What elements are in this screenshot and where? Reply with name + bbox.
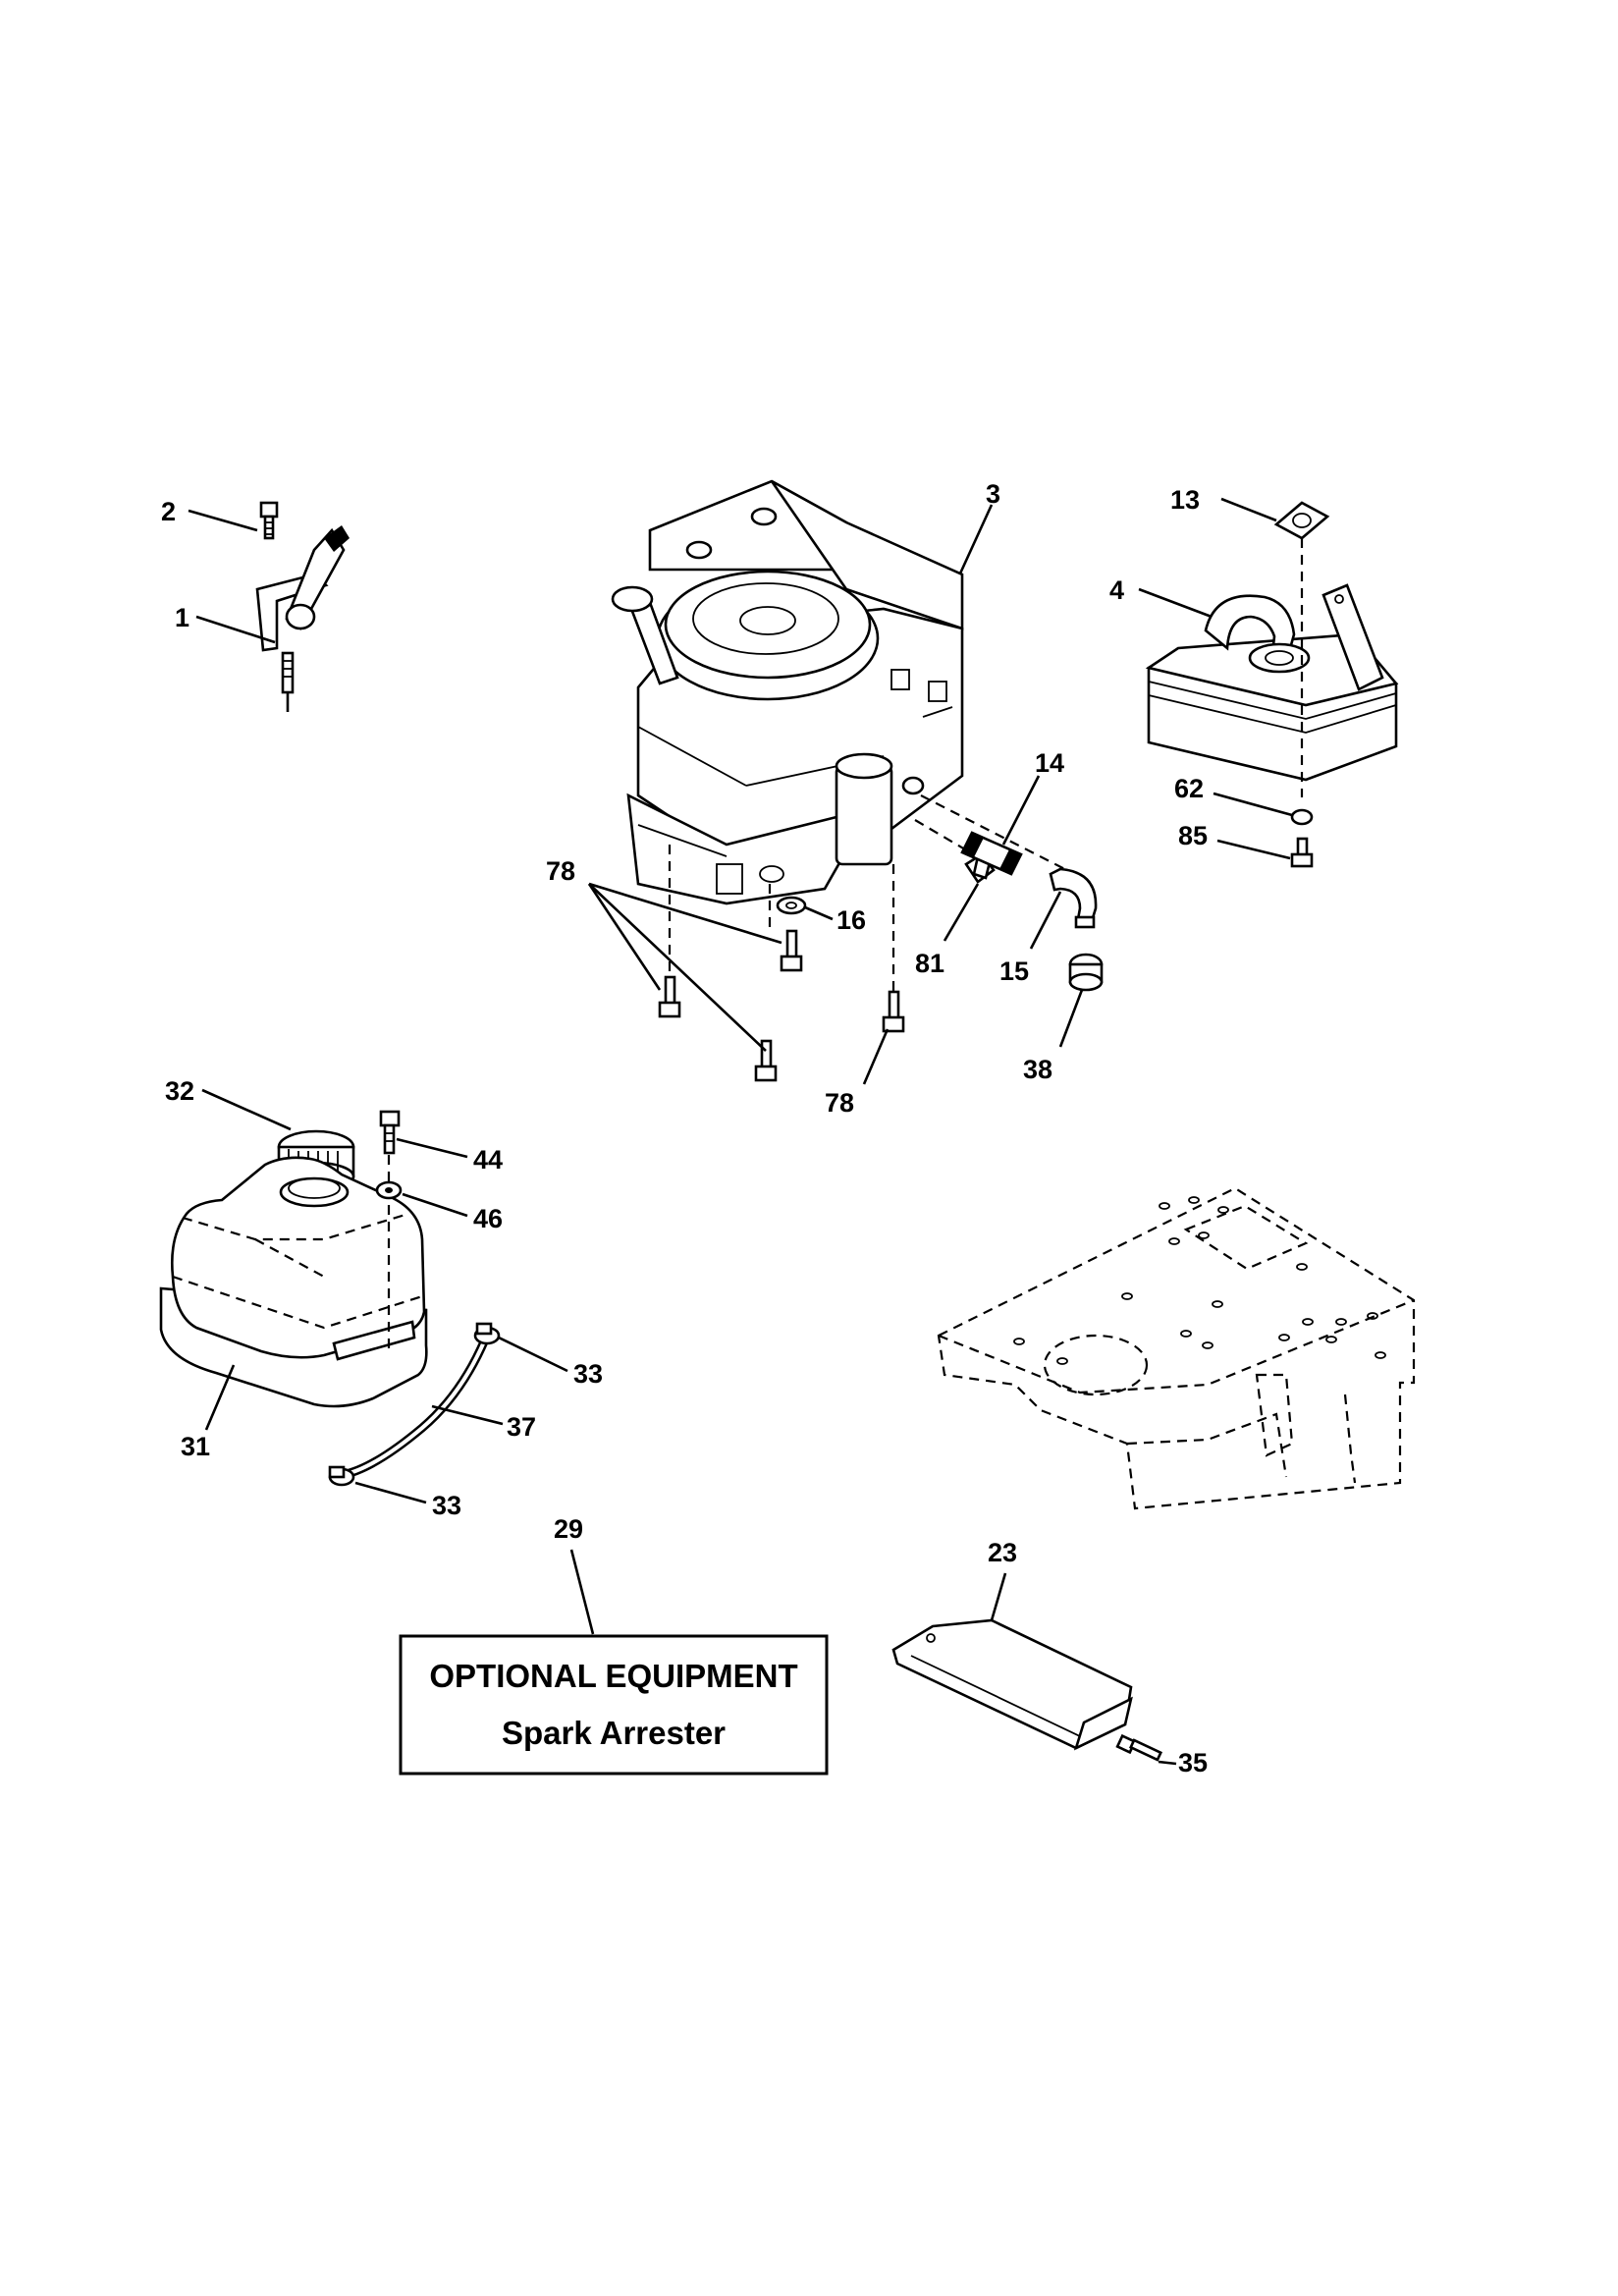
callout-1: 1 [175,603,189,632]
callout-32: 32 [165,1076,194,1106]
fuel-tank-31 [159,1156,428,1408]
washer-16 [776,896,807,915]
callout-2: 2 [161,497,176,526]
callout-14: 14 [1035,748,1064,778]
throttle-control-part [255,501,350,712]
callout-62: 62 [1174,774,1204,803]
callout-16: 16 [836,905,866,935]
screw-44 [379,1110,401,1155]
callout-13: 13 [1170,485,1200,515]
washer-62 [1290,808,1314,826]
leader-1 [195,615,276,644]
callout-33-bottom: 33 [432,1491,461,1520]
chassis-reference [937,1186,1416,1510]
elbow-15 [1049,867,1098,929]
leader-29 [569,1549,595,1635]
callout-46: 46 [473,1204,503,1233]
bolt-78-c [754,1039,778,1082]
callout-44: 44 [473,1145,503,1175]
callout-78-bottom: 78 [825,1088,854,1118]
callout-23: 23 [988,1538,1017,1567]
chassis-holes [1013,1196,1386,1365]
leader-2 [188,509,258,532]
hose-clamp-33-top [473,1322,501,1345]
callout-29: 29 [554,1514,583,1544]
spark-arrester-label: Spark Arrester [502,1715,726,1751]
bolt-78-b [780,929,803,972]
callout-81: 81 [915,949,944,978]
callout-31: 31 [181,1432,210,1461]
optional-equipment-title: OPTIONAL EQUIPMENT [429,1658,797,1694]
hose-clamp-33-bottom [328,1465,355,1487]
callout-38: 38 [1023,1055,1052,1084]
screw-35 [1115,1733,1163,1762]
callout-15: 15 [999,957,1029,986]
engine-part [611,479,964,905]
cap-38 [1068,953,1104,992]
callout-37: 37 [507,1412,536,1442]
optional-equipment-box [399,1634,829,1776]
leader-16 [804,905,834,921]
callout-35: 35 [1178,1748,1208,1777]
callout-4: 4 [1109,575,1124,605]
bolt-78-a [658,975,681,1018]
muffler-part [1145,501,1399,782]
callout-3: 3 [986,479,1000,509]
bolt-78-d [882,990,905,1033]
heat-shield-23 [891,1618,1133,1751]
callout-85: 85 [1178,821,1208,850]
callout-78-top: 78 [546,856,575,886]
callout-33-top: 33 [573,1359,603,1389]
leader-3 [958,504,994,574]
bolt-85 [1290,837,1314,868]
nipple-14 [960,831,1023,876]
